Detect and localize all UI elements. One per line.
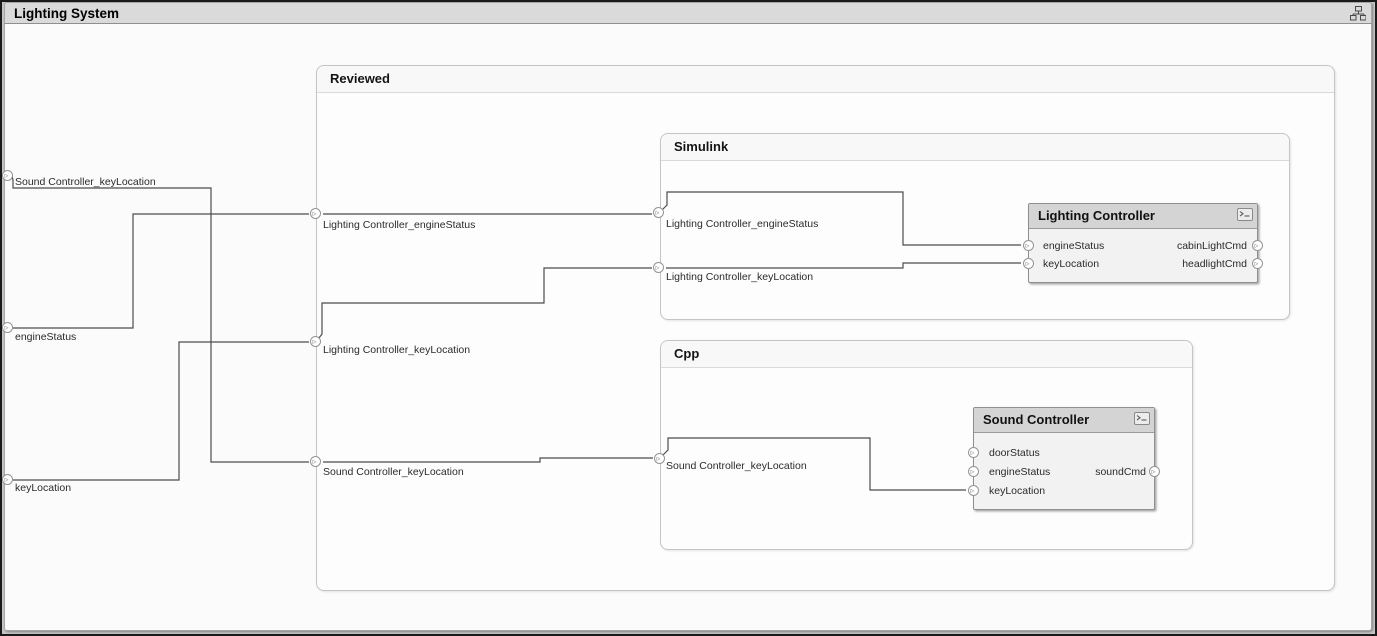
- wire-sound-controller-keylocation[interactable]: [11, 175, 309, 463]
- cpp-port-label: Sound Controller_keyLocation: [666, 460, 807, 472]
- cpp-group-title: Cpp: [674, 346, 700, 361]
- behavior-badge-icon[interactable]: [1237, 208, 1253, 221]
- wire-simulink-enginestatus[interactable]: [661, 191, 1021, 246]
- root-port-label: keyLocation: [15, 482, 72, 494]
- wire-keylocation[interactable]: [13, 341, 309, 481]
- sound-controller-input-label: engineStatus: [989, 466, 1051, 478]
- lighting-controller-input-port[interactable]: [1023, 258, 1034, 269]
- reviewed-port-lighting-enginestatus[interactable]: [310, 208, 321, 219]
- wire-reviewed-sound-keylocation[interactable]: [323, 457, 653, 463]
- root-port-label: Sound Controller_keyLocation: [15, 176, 156, 188]
- simulink-port-label: Lighting Controller_keyLocation: [666, 271, 814, 283]
- component-hierarchy-icon[interactable]: [1350, 6, 1367, 21]
- simulink-port-label: Lighting Controller_engineStatus: [666, 218, 819, 230]
- lighting-controller-header[interactable]: Lighting Controller: [1029, 204, 1257, 229]
- reviewed-port-label: Sound Controller_keyLocation: [323, 466, 464, 478]
- sound-controller-input-port[interactable]: [968, 485, 979, 496]
- root-port-keylocation[interactable]: [2, 474, 13, 485]
- lighting-system-title-bar[interactable]: Lighting System: [4, 2, 1372, 24]
- cpp-group-header[interactable]: Cpp: [661, 341, 1192, 368]
- simulink-group-title: Simulink: [674, 139, 729, 154]
- sound-controller-input-label: doorStatus: [989, 447, 1040, 459]
- wire-enginestatus[interactable]: [13, 213, 309, 329]
- root-port-label: engineStatus: [15, 331, 77, 343]
- sound-controller-block[interactable]: Sound Controller doorStatus engineStatus…: [968, 407, 1160, 510]
- sound-controller-title: Sound Controller: [983, 412, 1090, 427]
- cpp-port-sound-keylocation[interactable]: [654, 453, 665, 464]
- lighting-controller-title: Lighting Controller: [1038, 208, 1155, 223]
- wire-reviewed-keylocation[interactable]: [318, 267, 652, 339]
- page-title: Lighting System: [14, 6, 120, 21]
- lighting-controller-input-label: engineStatus: [1043, 240, 1105, 252]
- lighting-controller-output-label: cabinLightCmd: [1176, 240, 1247, 252]
- lighting-controller-input-port[interactable]: [1023, 240, 1034, 251]
- lighting-controller-output-label: headlightCmd: [1182, 258, 1247, 270]
- simulink-port-lighting-keylocation[interactable]: [653, 262, 664, 273]
- wire-simulink-keylocation[interactable]: [666, 262, 1021, 269]
- reviewed-group-header[interactable]: Reviewed: [317, 66, 1334, 93]
- behavior-badge-icon[interactable]: [1134, 412, 1150, 425]
- root-port-sound-controller-keylocation[interactable]: [2, 170, 13, 181]
- reviewed-port-label: Lighting Controller_engineStatus: [323, 219, 476, 231]
- sound-controller-output-port[interactable]: [1149, 466, 1160, 477]
- reviewed-group-title: Reviewed: [330, 71, 390, 86]
- sound-controller-input-label: keyLocation: [989, 485, 1046, 497]
- root-port-enginestatus[interactable]: [2, 322, 13, 333]
- reviewed-port-lighting-keylocation[interactable]: [310, 336, 321, 347]
- sound-controller-input-port[interactable]: [968, 447, 979, 458]
- reviewed-port-label: Lighting Controller_keyLocation: [323, 344, 471, 356]
- simulink-port-lighting-enginestatus[interactable]: [653, 207, 664, 218]
- lighting-controller-output-port[interactable]: [1252, 240, 1263, 251]
- lighting-controller-input-label: keyLocation: [1043, 258, 1100, 270]
- sound-controller-input-port[interactable]: [968, 466, 979, 477]
- sound-controller-header[interactable]: Sound Controller: [974, 408, 1154, 433]
- lighting-controller-output-port[interactable]: [1252, 258, 1263, 269]
- sound-controller-output-label: soundCmd: [1095, 466, 1146, 478]
- wire-cpp-keylocation[interactable]: [662, 437, 966, 491]
- simulink-group-header[interactable]: Simulink: [661, 134, 1289, 161]
- reviewed-port-sound-keylocation[interactable]: [310, 456, 321, 467]
- lighting-controller-block[interactable]: Lighting Controller engineStatus keyLoca…: [1023, 203, 1263, 283]
